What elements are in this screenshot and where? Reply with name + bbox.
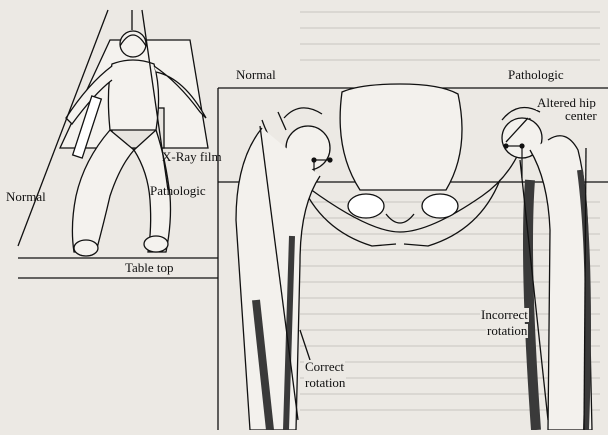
label-incorrect-rotation-line1: Incorrect — [480, 308, 529, 322]
label-normal-left: Normal — [6, 190, 46, 204]
leader-normal — [278, 112, 286, 130]
obturator-right — [422, 194, 458, 218]
label-correct-rotation-line2: rotation — [304, 376, 346, 390]
label-table-top: Table top — [124, 261, 175, 275]
sacrum — [340, 84, 462, 190]
label-pathologic-left: Pathologic — [150, 184, 206, 198]
label-xray-film: X-Ray film — [162, 150, 222, 164]
label-normal-right: Normal — [236, 68, 276, 82]
patient-setup — [18, 10, 218, 278]
obturator-left — [348, 194, 384, 218]
acetabulum-left — [284, 108, 322, 118]
label-pathologic-right: Pathologic — [508, 68, 564, 82]
label-correct-rotation-line1: Correct — [304, 360, 345, 374]
leader-correct-rotation — [300, 330, 310, 360]
label-altered-hip-line2: center — [564, 109, 598, 123]
label-incorrect-rotation-line2: rotation — [486, 324, 528, 338]
